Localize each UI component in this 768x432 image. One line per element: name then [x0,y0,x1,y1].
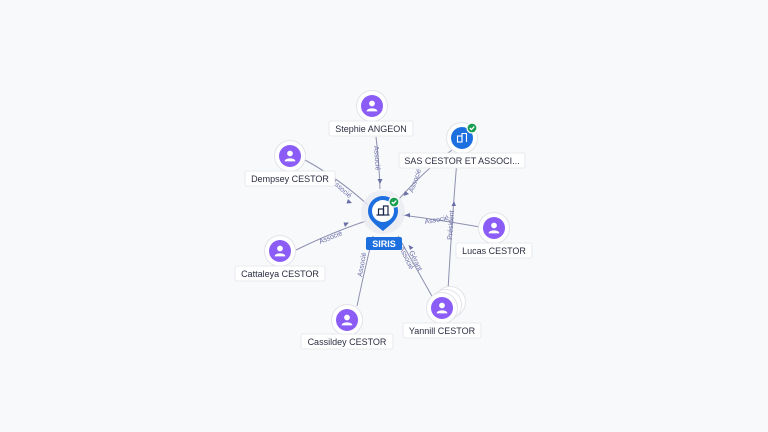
node-yannill-cestor[interactable]: Yannill CESTOR [402,286,482,339]
edge-stephie-center[interactable]: Associé [372,136,383,190]
node-label: Lucas CESTOR [462,246,526,256]
center-label: SIRIS [372,239,396,249]
edge-label: Associé [372,146,381,171]
node-lucas-cestor[interactable]: Lucas CESTOR [455,212,533,259]
verified-check-icon [466,122,478,134]
node-label-bg [244,170,336,187]
node-dempsey-cestor[interactable]: Dempsey CESTOR [244,140,336,187]
node-stephie-angeon[interactable]: Stephie ANGEON [328,90,414,137]
verified-check-icon [388,196,400,208]
node-label: Cattaleya CESTOR [241,269,319,279]
center-node-siris[interactable]: SIRIS [361,190,405,250]
edge-lucas-center[interactable]: Associé [401,213,481,228]
node-label-bg [402,322,482,339]
edge-yannill-sas[interactable]: Président [447,159,458,291]
node-sas-cestor[interactable]: SAS CESTOR ET ASSOCI... [398,122,526,169]
edge-label: Associé [318,230,343,246]
center-label-bg [366,237,402,250]
node-label: Cassildey CESTOR [308,337,387,347]
node-label-bg [398,152,526,169]
node-label-bg [328,120,414,137]
node-label: Stephie ANGEON [335,124,407,134]
node-label: Dempsey CESTOR [251,174,329,184]
edge-label: Président [447,210,456,240]
node-label-bg [300,333,394,350]
building-icon [376,205,390,216]
building-icon [456,132,468,143]
node-cattaleya-cestor[interactable]: Cattaleya CESTOR [234,235,326,282]
node-label: SAS CESTOR ET ASSOCI... [404,156,519,166]
edge-label: Associé [408,168,423,194]
node-label-bg [234,265,326,282]
node-label: Yannill CESTOR [409,326,476,336]
edge-label: Associé [424,215,449,226]
node-cassildey-cestor[interactable]: Cassildey CESTOR [300,304,394,350]
edge-label: Associé [357,252,368,277]
edge-cattaleya-center[interactable]: Associé [295,220,367,251]
node-label-bg [455,242,533,259]
edge-yannill-center[interactable]: GérantAssocié [397,235,434,299]
